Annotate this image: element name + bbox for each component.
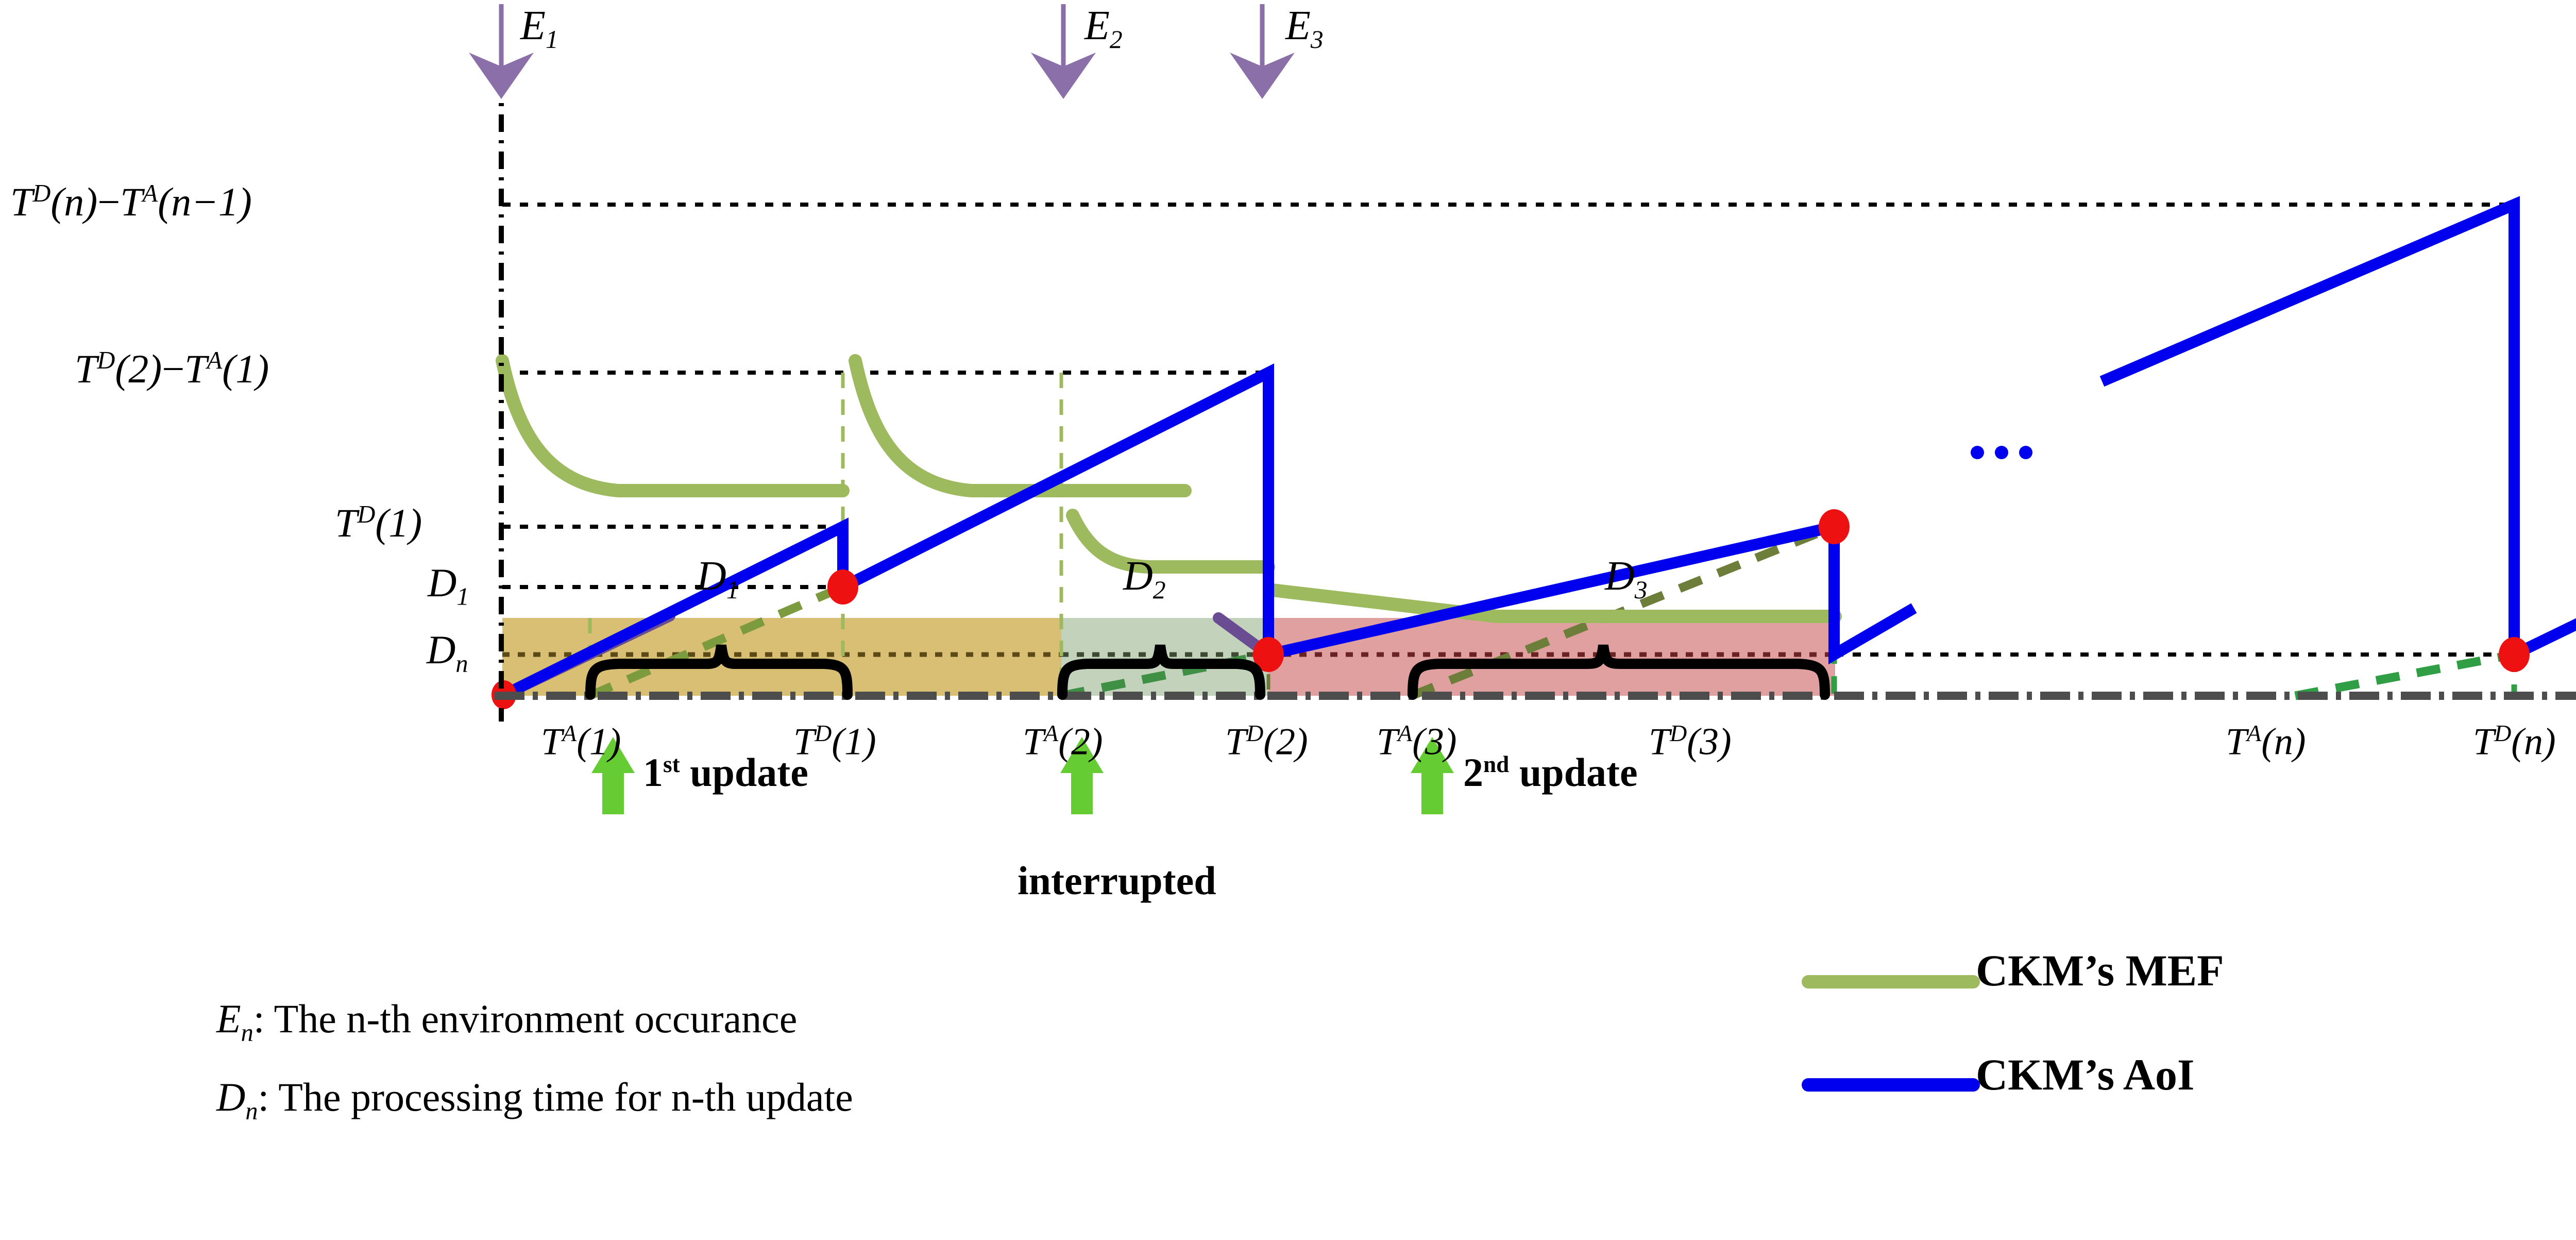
ylabel-tdn-minus-tan1: TD(n)−TA(n−1) <box>10 179 252 224</box>
aoi-curve-left <box>500 363 1917 701</box>
brace-d3 <box>1408 644 1830 700</box>
mef-curve-segment-4 <box>1266 583 1842 623</box>
delay-label-D3: D3 <box>1605 554 1648 604</box>
ylabel-d1: D1 <box>428 560 469 611</box>
update-arrow-2 <box>1411 737 1454 814</box>
ramp-n <box>2294 650 2515 700</box>
xlabel-ta1: TA(1) <box>541 720 621 763</box>
horizontal-guides <box>502 203 2517 589</box>
ylabel-dn: Dn <box>427 627 468 678</box>
note-second-update: 2nd update <box>1463 750 1638 795</box>
xlabel-ta3: TA(3) <box>1377 720 1457 763</box>
legend-label-mef: CKM’s MEF <box>1976 946 2224 995</box>
ellipsis-dots <box>1971 446 2032 459</box>
definition-dn: Dn: The processing time for n-th update <box>216 1075 853 1125</box>
ylabel-td1: TD(1) <box>335 500 422 545</box>
delay-label-D1: D1 <box>697 554 739 604</box>
aoi-curve-right <box>2099 196 2576 664</box>
marker-tdn <box>2499 637 2530 672</box>
xlabel-tdn: TD(n) <box>2473 720 2556 763</box>
note-first-update: 1st update <box>643 750 808 795</box>
marker-td3 <box>1819 509 1850 544</box>
brace-d1 <box>585 644 853 700</box>
update-arrow-1 <box>591 737 635 814</box>
event-arrows <box>469 4 1295 99</box>
xlabel-td2: TD(2) <box>1225 720 1308 763</box>
marker-td2 <box>1253 637 1284 672</box>
note-interrupted: interrupted <box>1018 858 1216 903</box>
delay-label-D2: D2 <box>1123 554 1166 604</box>
mef-curve-segment-2 <box>849 354 1192 497</box>
event-markers <box>492 509 2530 709</box>
event-label-E3: E3 <box>1285 3 1324 54</box>
legend-label-aoi: CKM’s AoI <box>1976 1050 2195 1099</box>
mef-curve-segment-1 <box>496 354 850 497</box>
shaded-regions <box>502 618 1835 696</box>
ylabel-td2-minus-ta1: TD(2)−TA(1) <box>75 346 269 391</box>
update-arrows <box>591 737 1454 814</box>
xlabel-ta2: TA(2) <box>1023 720 1103 763</box>
xlabel-td1: TD(1) <box>793 720 876 763</box>
marker-td1 <box>827 569 858 605</box>
ramp-1 <box>588 583 845 700</box>
update-arrow-interrupted <box>1060 737 1104 814</box>
brace-d2 <box>1057 644 1265 700</box>
mef-curve-segment-3 <box>1066 509 1275 574</box>
definition-en: En: The n-th environment occurance <box>216 996 798 1047</box>
event-label-E2: E2 <box>1084 3 1123 54</box>
xlabel-tan: TA(n) <box>2226 720 2306 763</box>
event-label-E1: E1 <box>520 3 558 54</box>
braces <box>585 644 1830 700</box>
xlabel-td3: TD(3) <box>1649 720 1732 763</box>
